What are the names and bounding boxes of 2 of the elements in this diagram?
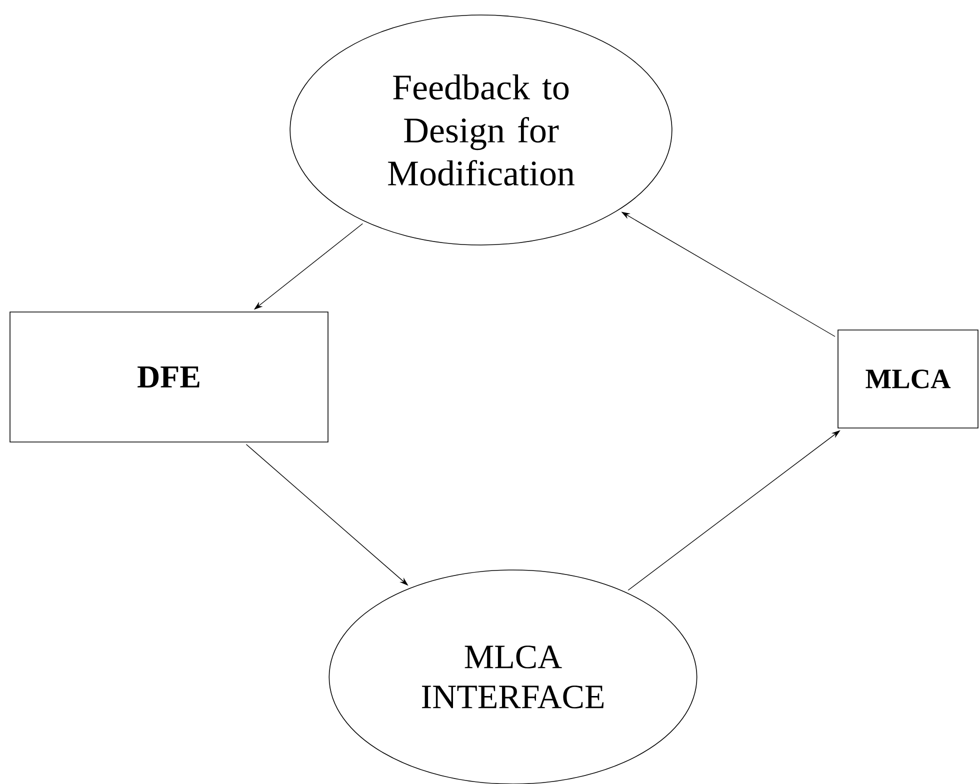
process-box: MLCA [838, 330, 978, 428]
process-box: DFE [10, 312, 328, 442]
